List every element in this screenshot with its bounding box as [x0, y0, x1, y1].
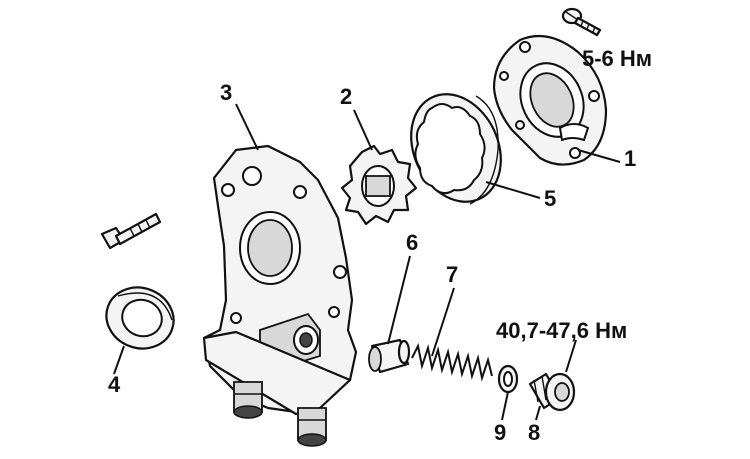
inner-rotor: [340, 144, 418, 226]
callout-1: 1: [624, 146, 636, 171]
leader-2: [353, 109, 373, 151]
leader-7: [431, 287, 455, 357]
callout-9: 9: [494, 420, 506, 445]
cover-screw: [561, 7, 602, 37]
relief-spring: [411, 342, 493, 382]
leader-3: [235, 103, 259, 151]
pump-body: [202, 144, 358, 447]
callout-8: 8: [528, 420, 540, 445]
leader-torque-plug: [565, 339, 577, 373]
pump-cover-plate: [492, 34, 608, 166]
leader-6: [387, 255, 411, 345]
leader-8: [535, 405, 541, 421]
torque-cover-screw: 5-6 Нм: [582, 46, 652, 71]
leader-5: [485, 181, 541, 199]
callout-3: 3: [220, 80, 232, 105]
oil-seal: [105, 286, 175, 350]
relief-plug: [528, 372, 576, 412]
outer-rotor: [410, 93, 502, 205]
callout-4: 4: [108, 372, 121, 397]
relief-plunger: [368, 338, 411, 374]
torque-relief-plug: 40,7-47,6 Нм: [496, 318, 627, 343]
leader-lines: [113, 103, 621, 421]
leader-4: [113, 345, 125, 375]
callout-6: 6: [406, 230, 418, 255]
leader-9: [501, 391, 509, 421]
callout-2: 2: [340, 84, 352, 109]
callout-5: 5: [544, 186, 556, 211]
leader-1: [577, 149, 621, 163]
sealing-washer: [497, 364, 519, 394]
mounting-bolt: [100, 212, 162, 250]
callout-7: 7: [446, 262, 458, 287]
